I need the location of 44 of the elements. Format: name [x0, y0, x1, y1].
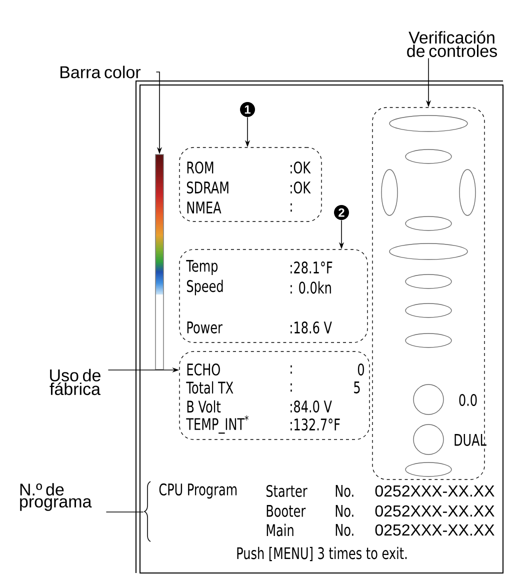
- callout-text: Barra color: [60, 66, 141, 78]
- readout-value: :OK: [290, 181, 311, 194]
- callout-text: Verificación de controles: [407, 30, 497, 58]
- readout-value: : 0.0kn: [290, 281, 331, 294]
- readout-value: :132.7°F: [290, 418, 340, 431]
- readout-value: :: [290, 203, 292, 212]
- readout-value: :84.0 V: [290, 400, 332, 413]
- readout-label: Power: [187, 322, 222, 334]
- callout-number: 2: [334, 205, 349, 220]
- readout-label: Total TX: [186, 381, 234, 394]
- program-label: Starter: [266, 484, 308, 498]
- number-label: No.: [336, 505, 354, 517]
- readout-value: :28.1°F: [290, 261, 332, 274]
- readout-label: B Volt: [187, 400, 221, 413]
- readout-value: 0.0: [459, 394, 477, 406]
- readout-label: ECHO: [187, 363, 220, 376]
- number-label: No.: [336, 485, 354, 497]
- instruction-text: Push [MENU] 3 times to exit.: [237, 546, 407, 562]
- readout-label: ROM: [187, 161, 214, 174]
- version-number: 0252XXX-XX.XX: [375, 485, 494, 497]
- number-label: No.: [336, 524, 354, 536]
- callout-text: Uso de fábrica: [50, 368, 100, 396]
- readout-label: NMEA: [187, 202, 222, 214]
- readout-label: TEMP_INT$^{*}$: [186, 415, 248, 434]
- version-number: 0252XXX-XX.XX: [375, 505, 494, 517]
- version-number: 0252XXX-XX.XX: [375, 524, 494, 536]
- program-label: Main: [266, 524, 294, 536]
- screen-frame: [136, 80, 504, 574]
- callout-number: 1: [240, 102, 255, 117]
- readout-value: :: [290, 383, 292, 392]
- readout-value: :OK: [290, 161, 311, 174]
- brace: [144, 481, 151, 542]
- mode-text: DUAL: [454, 434, 486, 446]
- readout-value: :18.6 V: [290, 321, 332, 334]
- callout-text: N.º de programa: [20, 483, 92, 511]
- readout-label: Speed: [187, 280, 223, 296]
- program-label: CPU Program: [159, 483, 237, 499]
- readout-label: Temp: [186, 260, 218, 275]
- program-label: Booter: [266, 505, 306, 517]
- color-bar: [155, 154, 164, 370]
- readout-label: SDRAM: [187, 181, 228, 194]
- readout-value: 5: [354, 382, 360, 394]
- readout-value: :: [290, 365, 292, 374]
- readout-value: 0: [358, 363, 364, 376]
